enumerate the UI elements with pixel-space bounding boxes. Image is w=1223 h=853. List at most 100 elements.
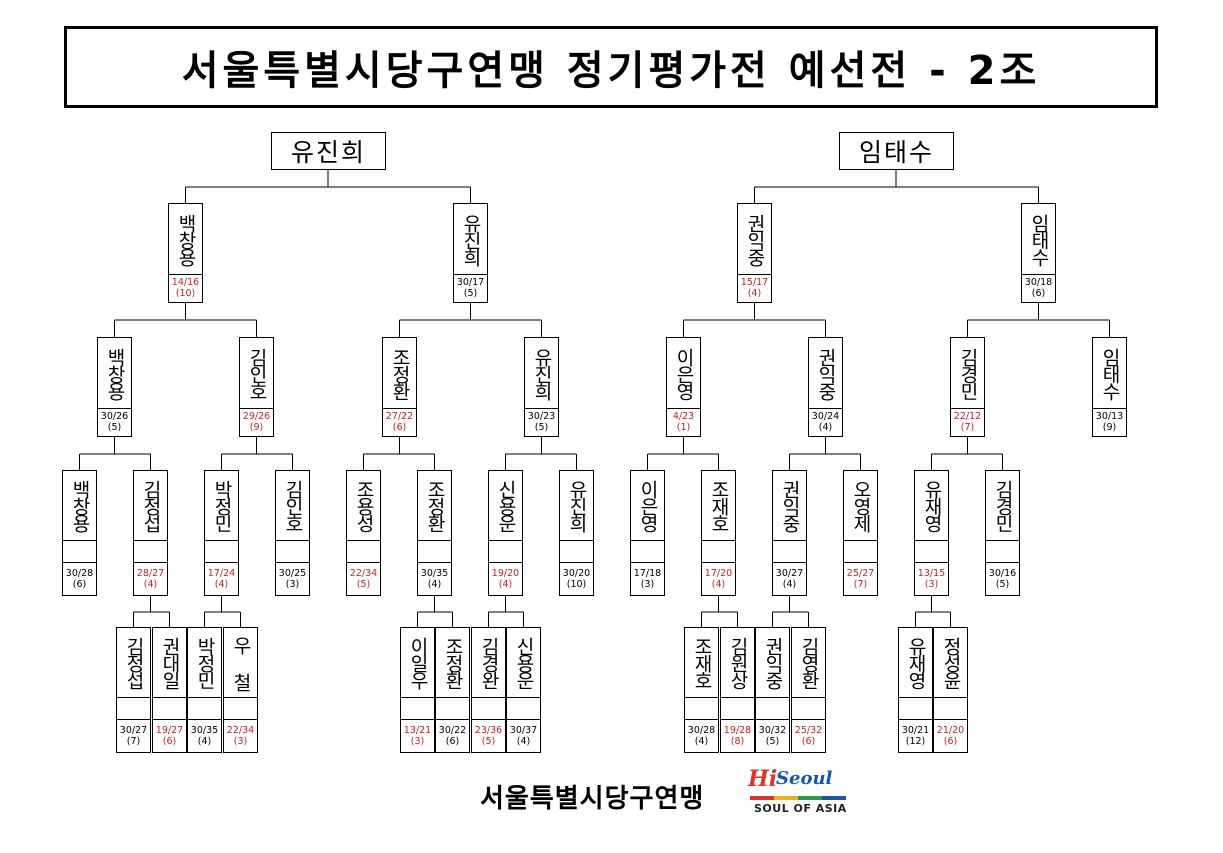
player-rank: (8) [730, 735, 745, 747]
player-score: 25/32 [794, 724, 823, 736]
player-score: 30/35 [420, 567, 449, 579]
player-score: 30/20 [562, 567, 591, 579]
player-name: 김정섭 [140, 480, 162, 531]
player-name: 권익중 [779, 480, 801, 531]
player-name: 권대일 [159, 637, 181, 688]
player-name: 임태수 [1099, 347, 1121, 399]
player-rank: (10) [566, 578, 587, 590]
player-rank: (4) [711, 578, 726, 590]
player-rank: (10) [175, 288, 196, 299]
player-rank: (4) [694, 735, 709, 747]
player-name: 우 철 [230, 635, 252, 690]
player-node: 조재호 17/20(4) [701, 470, 736, 596]
player-name: 박정민 [194, 637, 216, 688]
player-name: 신용운 [495, 480, 517, 531]
player-rank: (5) [481, 735, 496, 747]
player-name: 조재호 [708, 480, 730, 531]
player-rank: (4) [214, 578, 229, 590]
player-rank: (6) [943, 735, 958, 747]
player-score: 14/16 [171, 277, 200, 288]
player-rank: (4) [427, 578, 442, 590]
logo-subtitle: SOUL OF ASIA [754, 802, 847, 815]
player-score: 30/27 [775, 567, 804, 579]
player-rank: (4) [197, 735, 212, 747]
player-node: 박정민 17/24(4) [204, 470, 239, 596]
player-rank: (5) [534, 422, 549, 433]
player-score: 30/37 [509, 724, 538, 736]
player-score: 17/20 [704, 567, 733, 579]
player-name: 김원상 [727, 637, 749, 688]
player-name: 오영제 [850, 480, 872, 531]
player-name: 조정환 [389, 347, 411, 399]
player-name: 조정환 [424, 480, 446, 531]
player-rank: (3) [410, 735, 425, 747]
player-rank: (9) [1102, 422, 1117, 433]
player-node: 우 철 22/34(3) [223, 627, 258, 753]
player-name: 김영환 [798, 637, 820, 688]
footer-org-name: 서울특별시당구연맹 [480, 784, 705, 814]
player-name: 조재호 [691, 637, 713, 688]
player-name: 권익중 [762, 637, 784, 688]
player-name: 유재영 [905, 637, 927, 688]
player-node: 박정민 30/35(4) [187, 627, 222, 753]
player-rank: (5) [765, 735, 780, 747]
champion-right: 임태수 [839, 132, 954, 170]
player-rank: (3) [285, 578, 300, 590]
player-rank: (3) [233, 735, 248, 747]
player-name: 백창용 [69, 480, 91, 531]
player-rank: (5) [463, 288, 478, 299]
player-node: 조정환 30/35(4) [417, 470, 452, 596]
player-name: 김인호 [246, 347, 268, 399]
player-name: 권익중 [744, 213, 766, 265]
player-score: 25/27 [846, 567, 875, 579]
player-rank: (3) [924, 578, 939, 590]
player-rank: (6) [445, 735, 460, 747]
player-score: 29/26 [242, 411, 271, 422]
champion-right-name: 임태수 [858, 138, 934, 167]
player-name: 유재영 [921, 480, 943, 531]
player-name: 박정민 [211, 480, 233, 531]
player-name: 김정섭 [123, 637, 145, 688]
logo-hi-text: Hi [748, 766, 778, 792]
player-name: 권익중 [815, 347, 837, 399]
player-score: 17/24 [207, 567, 236, 579]
player-name: 김경민 [957, 347, 979, 399]
player-score: 30/35 [190, 724, 219, 736]
player-rank: (3) [640, 578, 655, 590]
player-rank: (4) [818, 422, 833, 433]
page-title: 서울특별시당구연맹 정기평가전 예선전 - 2조 [181, 48, 1041, 94]
player-score: 4/23 [672, 411, 695, 422]
player-score: 28/27 [136, 567, 165, 579]
player-score: 23/36 [474, 724, 503, 736]
player-score: 30/22 [438, 724, 467, 736]
player-score: 22/34 [226, 724, 255, 736]
player-score: 22/12 [953, 411, 982, 422]
player-score: 30/16 [988, 567, 1017, 579]
